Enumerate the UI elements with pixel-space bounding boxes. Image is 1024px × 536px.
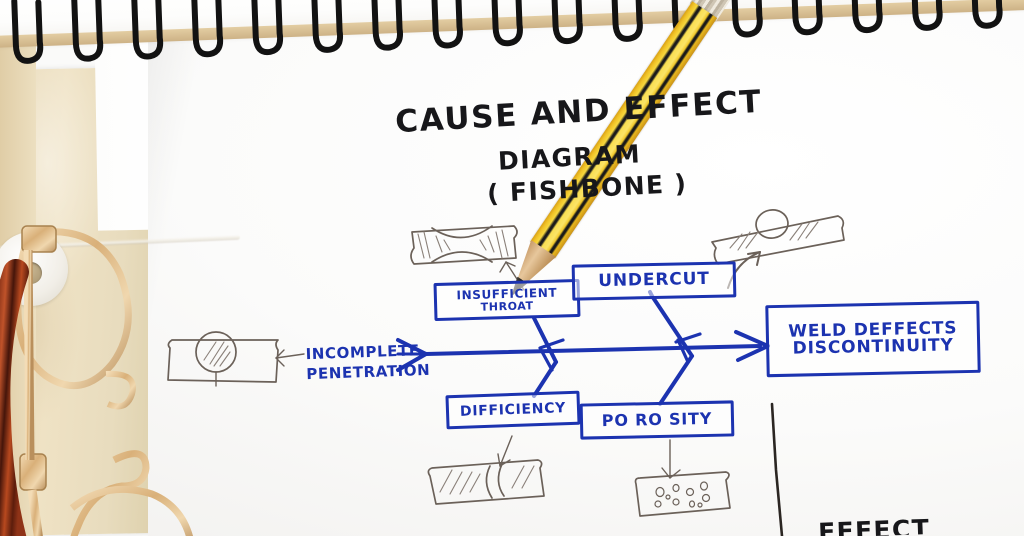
sketch-insufficient-throat <box>410 225 525 291</box>
cause-label-difficiency: DIFFICIENCY <box>459 400 567 420</box>
cause-label-porosity: PO RO SITY <box>601 408 713 430</box>
eyeglass-hinge <box>21 225 57 253</box>
rib-undercut <box>650 294 694 358</box>
rib-difficiency <box>532 360 558 398</box>
eyeglasses <box>0 208 246 536</box>
cause-box-insufficient-throat[interactable]: INSUFFICIENT THROAT <box>433 278 581 322</box>
eyeglass-tortoise-temple <box>0 259 29 536</box>
rib-porosity <box>658 354 694 406</box>
sketch-difficiency <box>427 435 545 505</box>
fishbone-spine <box>424 344 762 356</box>
sketch-undercut <box>711 209 845 289</box>
spiral-binding <box>0 0 1024 104</box>
bottom-effect-label: EFFECT <box>817 514 931 536</box>
eyeglass-lens-lower <box>70 450 150 536</box>
effect-label-line2: DISCONTINUITY <box>792 335 954 359</box>
sketch-incomplete-penetration <box>167 331 305 387</box>
eyeglass-temple-arm <box>23 249 35 461</box>
cause-box-porosity[interactable]: PO RO SITY <box>579 400 735 440</box>
fishbone-tail-fork <box>396 338 428 372</box>
rib-insufficient-throat <box>532 316 558 364</box>
eyeglass-lens-upper <box>14 228 132 390</box>
cause-box-difficiency[interactable]: DIFFICIENCY <box>445 390 581 430</box>
sketch-porosity <box>634 439 731 517</box>
cause-box-undercut[interactable]: UNDERCUT <box>571 261 737 301</box>
cause-label-undercut: UNDERCUT <box>598 269 710 292</box>
cause-label-incomplete-penetration: INCOMPLETE PENETRATION <box>305 341 430 384</box>
effect-box-weld-defects[interactable]: WELD DEFFECTS DISCONTINUITY <box>765 300 981 378</box>
